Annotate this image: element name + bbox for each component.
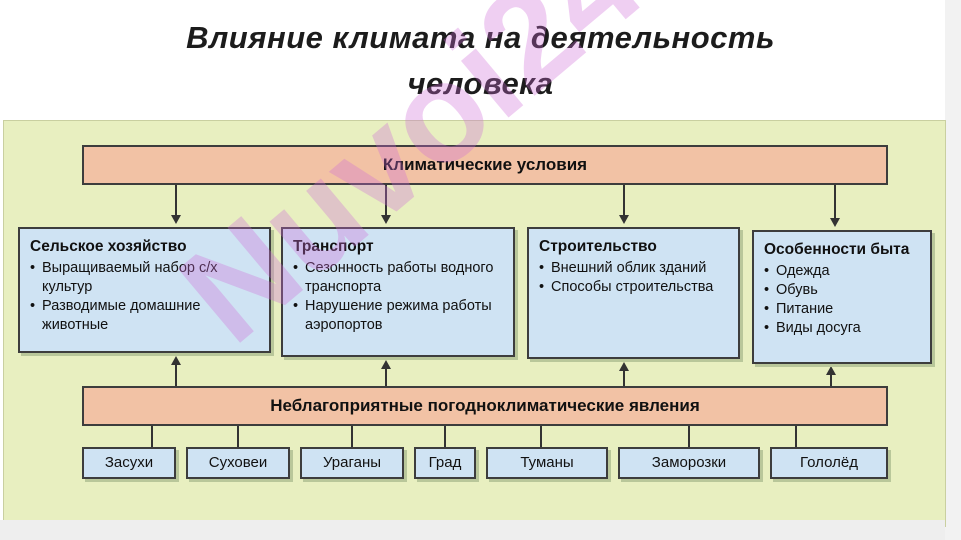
connector-line: [830, 374, 832, 386]
connector-line: [175, 185, 177, 217]
unfavourable-phenomena-node: Неблагоприятные погодноклиматические явл…: [82, 386, 888, 426]
connector-line: [385, 185, 387, 217]
connector-line: [237, 426, 239, 447]
list-item: Способы строительства: [539, 278, 732, 297]
list-item: Внешний облик зданий: [539, 259, 732, 278]
connector-line: [351, 426, 353, 447]
arrow-down-icon: [619, 215, 629, 224]
connector-line: [540, 426, 542, 447]
bottom-edge-strip: [0, 520, 945, 540]
connector-line: [688, 426, 690, 447]
list-item: Обувь: [764, 281, 924, 300]
category-title: Транспорт: [293, 238, 374, 255]
category-construction: Строительство Внешний облик зданий Спосо…: [527, 227, 740, 359]
category-agriculture: Сельское хозяйство Выращиваемый набор с/…: [18, 227, 271, 353]
category-title: Сельское хозяйство: [30, 238, 187, 255]
list-item: Разводимые домашние животные: [30, 297, 263, 335]
connector-line: [444, 426, 446, 447]
slide-title-line-2: человека: [407, 66, 554, 101]
phenomenon-hail: Град: [414, 447, 476, 479]
arrow-up-icon: [381, 360, 391, 369]
connector-line: [151, 426, 153, 447]
arrow-down-icon: [381, 215, 391, 224]
list-item: Виды досуга: [764, 319, 924, 338]
list-item: Нарушение режима работы аэропортов: [293, 297, 507, 335]
arrow-down-icon: [830, 218, 840, 227]
list-item: Одежда: [764, 262, 924, 281]
phenomenon-droughts: Засухи: [82, 447, 176, 479]
arrow-down-icon: [171, 215, 181, 224]
phenomenon-black-ice: Гололёд: [770, 447, 888, 479]
connector-line: [623, 370, 625, 386]
category-title: Особенности быта: [764, 241, 910, 258]
arrow-up-icon: [826, 366, 836, 375]
connector-line: [385, 368, 387, 386]
phenomenon-frosts: Заморозки: [618, 447, 760, 479]
connector-line: [175, 364, 177, 386]
connector-line: [795, 426, 797, 447]
phenomenon-hurricanes: Ураганы: [300, 447, 404, 479]
arrow-up-icon: [619, 362, 629, 371]
connector-line: [623, 185, 625, 217]
category-daily-life: Особенности быта Одежда Обувь Питание Ви…: [752, 230, 932, 364]
phenomenon-dry-winds: Суховеи: [186, 447, 290, 479]
phenomenon-fogs: Туманы: [486, 447, 608, 479]
category-title: Строительство: [539, 238, 657, 255]
arrow-up-icon: [171, 356, 181, 365]
category-transport: Транспорт Сезонность работы водного тран…: [281, 227, 515, 357]
list-item: Питание: [764, 300, 924, 319]
right-edge-strip: [945, 0, 961, 540]
connector-line: [834, 185, 836, 220]
slide-title-line-1: Влияние климата на деятельность: [186, 20, 775, 55]
list-item: Выращиваемый набор с/х культур: [30, 259, 263, 297]
list-item: Сезонность работы водного транспорта: [293, 259, 507, 297]
climate-conditions-node: Климатические условия: [82, 145, 888, 185]
